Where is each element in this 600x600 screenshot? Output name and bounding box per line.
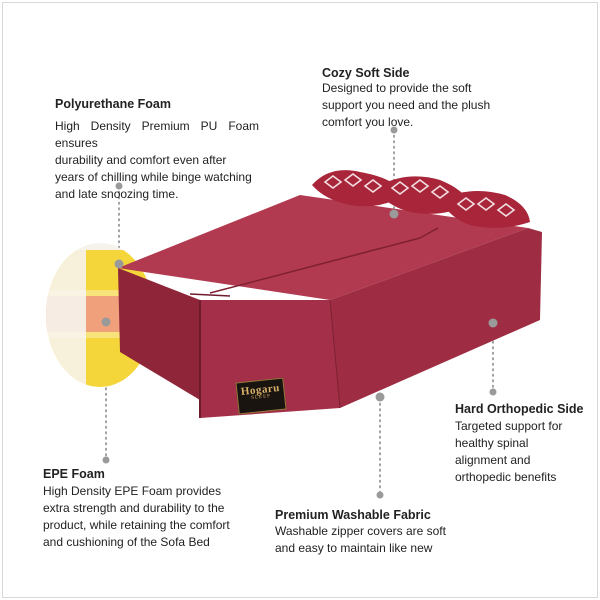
hard-line: Targeted support for xyxy=(455,419,563,433)
polyurethane-line: and late snoozing time. xyxy=(55,187,179,201)
sofa-bed xyxy=(118,195,542,418)
cozy-title: Cozy Soft Side xyxy=(322,66,410,80)
hard-description: Targeted support for healthy spinal alig… xyxy=(455,418,595,486)
epe-line: and cushioning of the Sofa Bed xyxy=(43,535,210,549)
cozy-line: Designed to provide the soft xyxy=(322,81,472,95)
pillows xyxy=(312,170,530,228)
hard-line: healthy spinal xyxy=(455,436,529,450)
fabric-title: Premium Washable Fabric xyxy=(275,508,431,522)
polyurethane-title: Polyurethane Foam xyxy=(55,97,171,111)
cozy-line: support you need and the plush xyxy=(322,98,491,112)
polyurethane-description: High Density Premium PU Foam ensures dur… xyxy=(55,118,259,203)
polyurethane-line: years of chilling while binge watching xyxy=(55,170,252,184)
hard-line: alignment and xyxy=(455,453,531,467)
epe-title: EPE Foam xyxy=(43,467,105,481)
cozy-line: comfort you love. xyxy=(322,115,414,129)
epe-line: extra strength and durability to the xyxy=(43,501,225,515)
brand-logo: Hogaru SLEEP xyxy=(235,377,287,415)
cozy-description: Designed to provide the soft support you… xyxy=(322,80,522,131)
polyurethane-line: durability and comfort even after xyxy=(55,153,227,167)
epe-description: High Density EPE Foam provides extra str… xyxy=(43,483,263,551)
epe-line: product, while retaining the comfort xyxy=(43,518,230,532)
fabric-line: and easy to maintain like new xyxy=(275,541,433,555)
polyurethane-line: High Density Premium PU Foam ensures xyxy=(55,119,259,150)
hard-line: orthopedic benefits xyxy=(455,470,557,484)
hard-title: Hard Orthopedic Side xyxy=(455,402,584,416)
fabric-line: Washable zipper covers are soft xyxy=(275,524,446,538)
fabric-description: Washable zipper covers are soft and easy… xyxy=(275,523,475,557)
leader-dots xyxy=(101,126,498,499)
epe-line: High Density EPE Foam provides xyxy=(43,484,222,498)
